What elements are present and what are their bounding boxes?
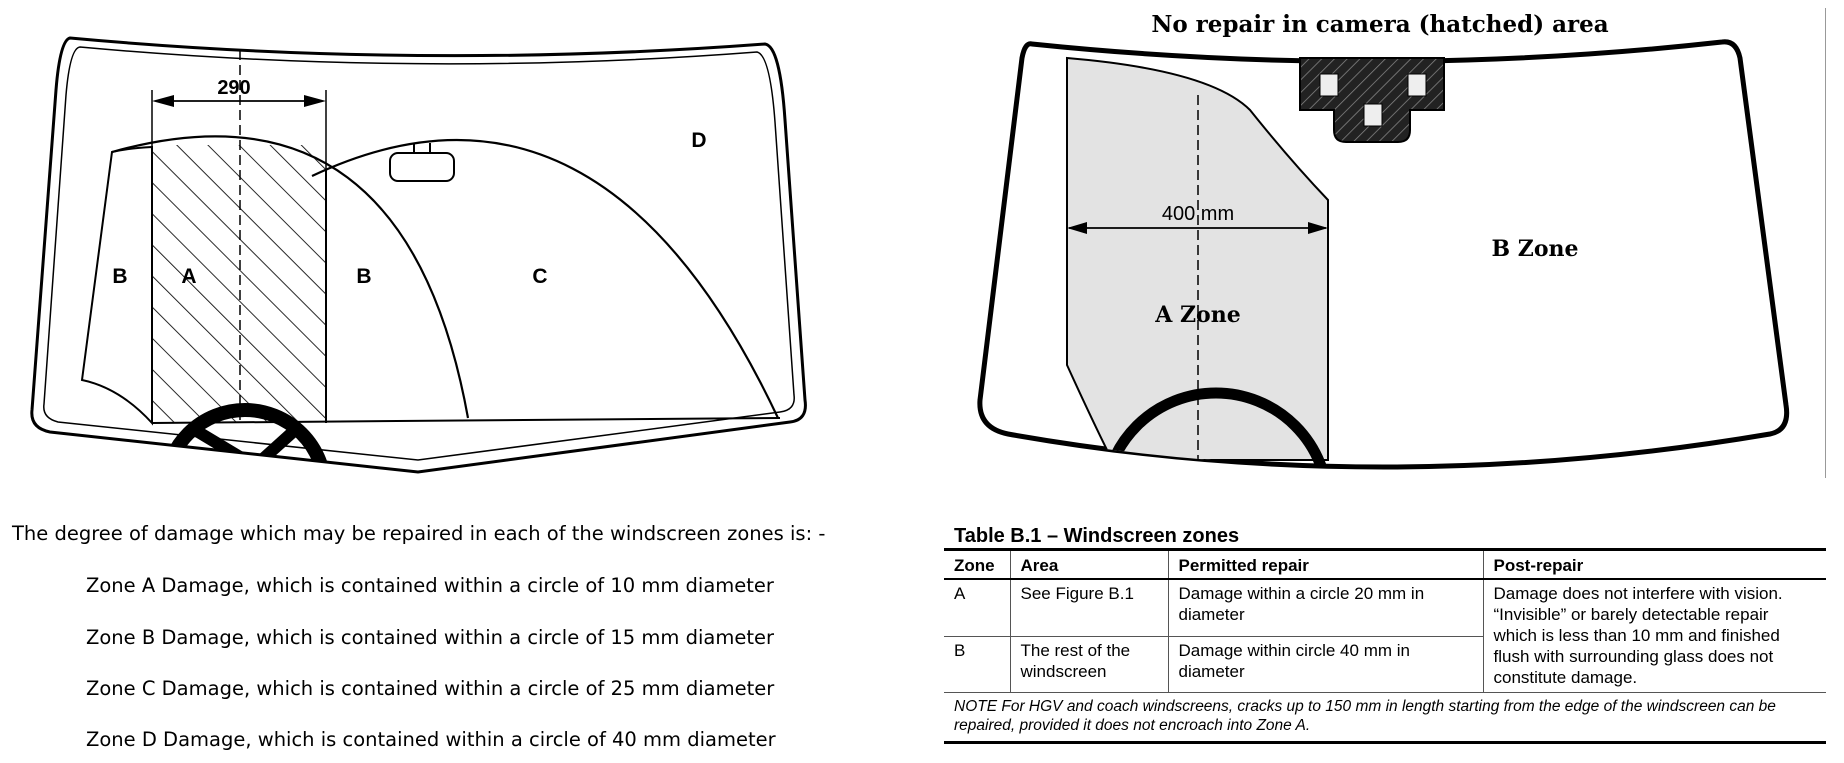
zone-a-damage-text: Zone A Damage, which is contained within… [86, 574, 774, 597]
camera-area-heading: No repair in camera (hatched) area [1151, 11, 1608, 38]
table-row: A See Figure B.1 Damage within a circle … [944, 578, 1826, 693]
header-permitted-repair: Permitted repair [1167, 549, 1483, 580]
zone-b-damage-text: Zone B Damage, which is contained within… [86, 626, 774, 649]
zone-c-arc [311, 138, 779, 419]
cell-repair: Damage within circle 40 mm in diameter [1167, 635, 1483, 693]
camera-hatched-area [1299, 57, 1445, 143]
zone-a-hatched-area [152, 145, 326, 423]
table-note-row: NOTE For HGV and coach windscreens, crac… [944, 692, 1826, 743]
zone-d-damage-text: Zone D Damage, which is contained within… [86, 728, 776, 751]
header-zone: Zone [944, 549, 1010, 580]
dimension-290-label: 290 [217, 77, 250, 99]
zone-c-label: C [532, 265, 547, 288]
windscreen-outline-inner [43, 46, 795, 461]
mirror-icon [389, 143, 455, 182]
cell-zone: A [944, 578, 1010, 637]
zone-b-arc [111, 135, 470, 419]
cell-zone: B [944, 635, 1010, 693]
zone-b-left-label: B [112, 265, 127, 288]
zone-a-label: A [181, 265, 196, 288]
steering-wheel-icon [1098, 387, 1334, 468]
header-area: Area [1009, 549, 1168, 580]
table-row: B The rest of the windscreen Damage with… [944, 635, 1826, 693]
zone-b-label: B Zone [1492, 236, 1579, 262]
damage-intro-text: The degree of damage which may be repair… [12, 522, 826, 545]
cell-post-repair: Damage does not interfere with vision. “… [1482, 578, 1826, 693]
cell-repair: Damage within a circle 20 mm in diameter [1167, 578, 1483, 637]
zone-a-label: A Zone [1154, 302, 1240, 328]
zone-d-label: D [691, 129, 706, 152]
table-header-row: Zone Area Permitted repair Post-repair [944, 549, 1826, 580]
windscreen-outline-outer [30, 36, 807, 474]
vertical-divider [1825, 8, 1826, 478]
cell-area: See Figure B.1 [1009, 578, 1168, 637]
zone-c-damage-text: Zone C Damage, which is contained within… [86, 677, 775, 700]
cell-area: The rest of the windscreen [1009, 635, 1168, 693]
zone-a-grey-area [1066, 56, 1329, 461]
left-windscreen-diagram: 290 B A B C D [30, 36, 807, 474]
table-title: Table B.1 – Windscreen zones [954, 525, 1240, 547]
windscreen-zones-table: Zone Area Permitted repair Post-repair A… [944, 548, 1826, 744]
header-post-repair: Post-repair [1482, 549, 1826, 580]
dimension-400mm [1067, 222, 1328, 234]
dimension-290 [151, 90, 327, 175]
table-note: NOTE For HGV and coach windscreens, crac… [944, 692, 1826, 743]
right-windscreen-diagram: No repair in camera (hatched) area 400 m… [977, 11, 1790, 470]
dimension-400mm-label: 400 mm [1162, 203, 1234, 225]
zone-b-right-label: B [356, 265, 371, 288]
